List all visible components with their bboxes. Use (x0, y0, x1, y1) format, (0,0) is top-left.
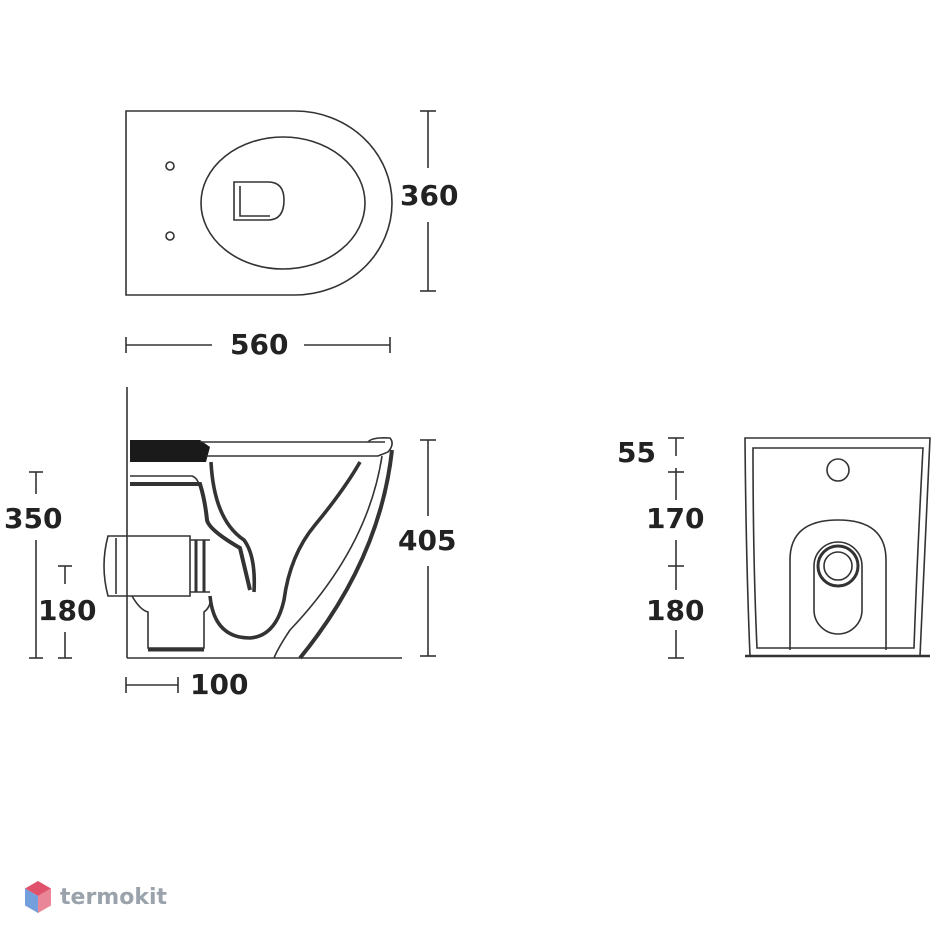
outlet-height-label: 180 (38, 594, 96, 627)
total-height-label: 350 (4, 502, 62, 535)
outer-bowl-inner (273, 455, 383, 659)
outlet-offset-label: 100 (190, 668, 248, 701)
back-top-label: 55 (617, 436, 656, 469)
body-rear (130, 482, 252, 591)
back-middle-label: 170 (646, 502, 704, 535)
side-view (103, 387, 402, 660)
back-view (744, 437, 931, 658)
brand-watermark: termokit (24, 880, 167, 914)
width-label: 560 (230, 328, 288, 361)
back-view-outlet-slot (813, 541, 863, 635)
top-view (125, 110, 393, 296)
top-view-outline (125, 110, 393, 296)
back-view-inner-outline (752, 447, 924, 649)
outlet-trap (131, 595, 212, 649)
back-view-outlet-pipe (816, 544, 860, 588)
trapway (209, 461, 257, 593)
dimension-width (125, 337, 391, 353)
bowl-height-label: 405 (398, 524, 456, 557)
dimension-depth (420, 110, 436, 292)
outlet-pipe (103, 535, 191, 597)
seat (130, 440, 210, 462)
rim (367, 437, 393, 457)
outlet-flange (194, 540, 206, 592)
brand-name: termokit (60, 884, 168, 910)
dimension-back (668, 437, 684, 659)
back-view-outlet-pipe-inner (823, 551, 853, 581)
water-inlet-hole (826, 458, 850, 482)
dimension-side-left (29, 471, 72, 659)
top-view-fixing-hole-upper (165, 161, 175, 171)
brand-logo-icon (25, 881, 51, 913)
depth-label: 360 (400, 179, 458, 212)
top-view-outlet (233, 181, 285, 221)
back-view-outlet-recess (789, 519, 887, 650)
outer-bowl (298, 449, 394, 660)
dimension-outlet-offset (125, 677, 179, 693)
body-rear-inner (130, 475, 201, 489)
back-bottom-label: 180 (646, 594, 704, 627)
top-view-bowl-rim (200, 136, 366, 270)
dimension-bowl-height (420, 439, 436, 657)
top-view-outlet-inner (239, 186, 270, 217)
top-view-fixing-hole-lower (165, 231, 175, 241)
trapway-bend (208, 461, 362, 640)
